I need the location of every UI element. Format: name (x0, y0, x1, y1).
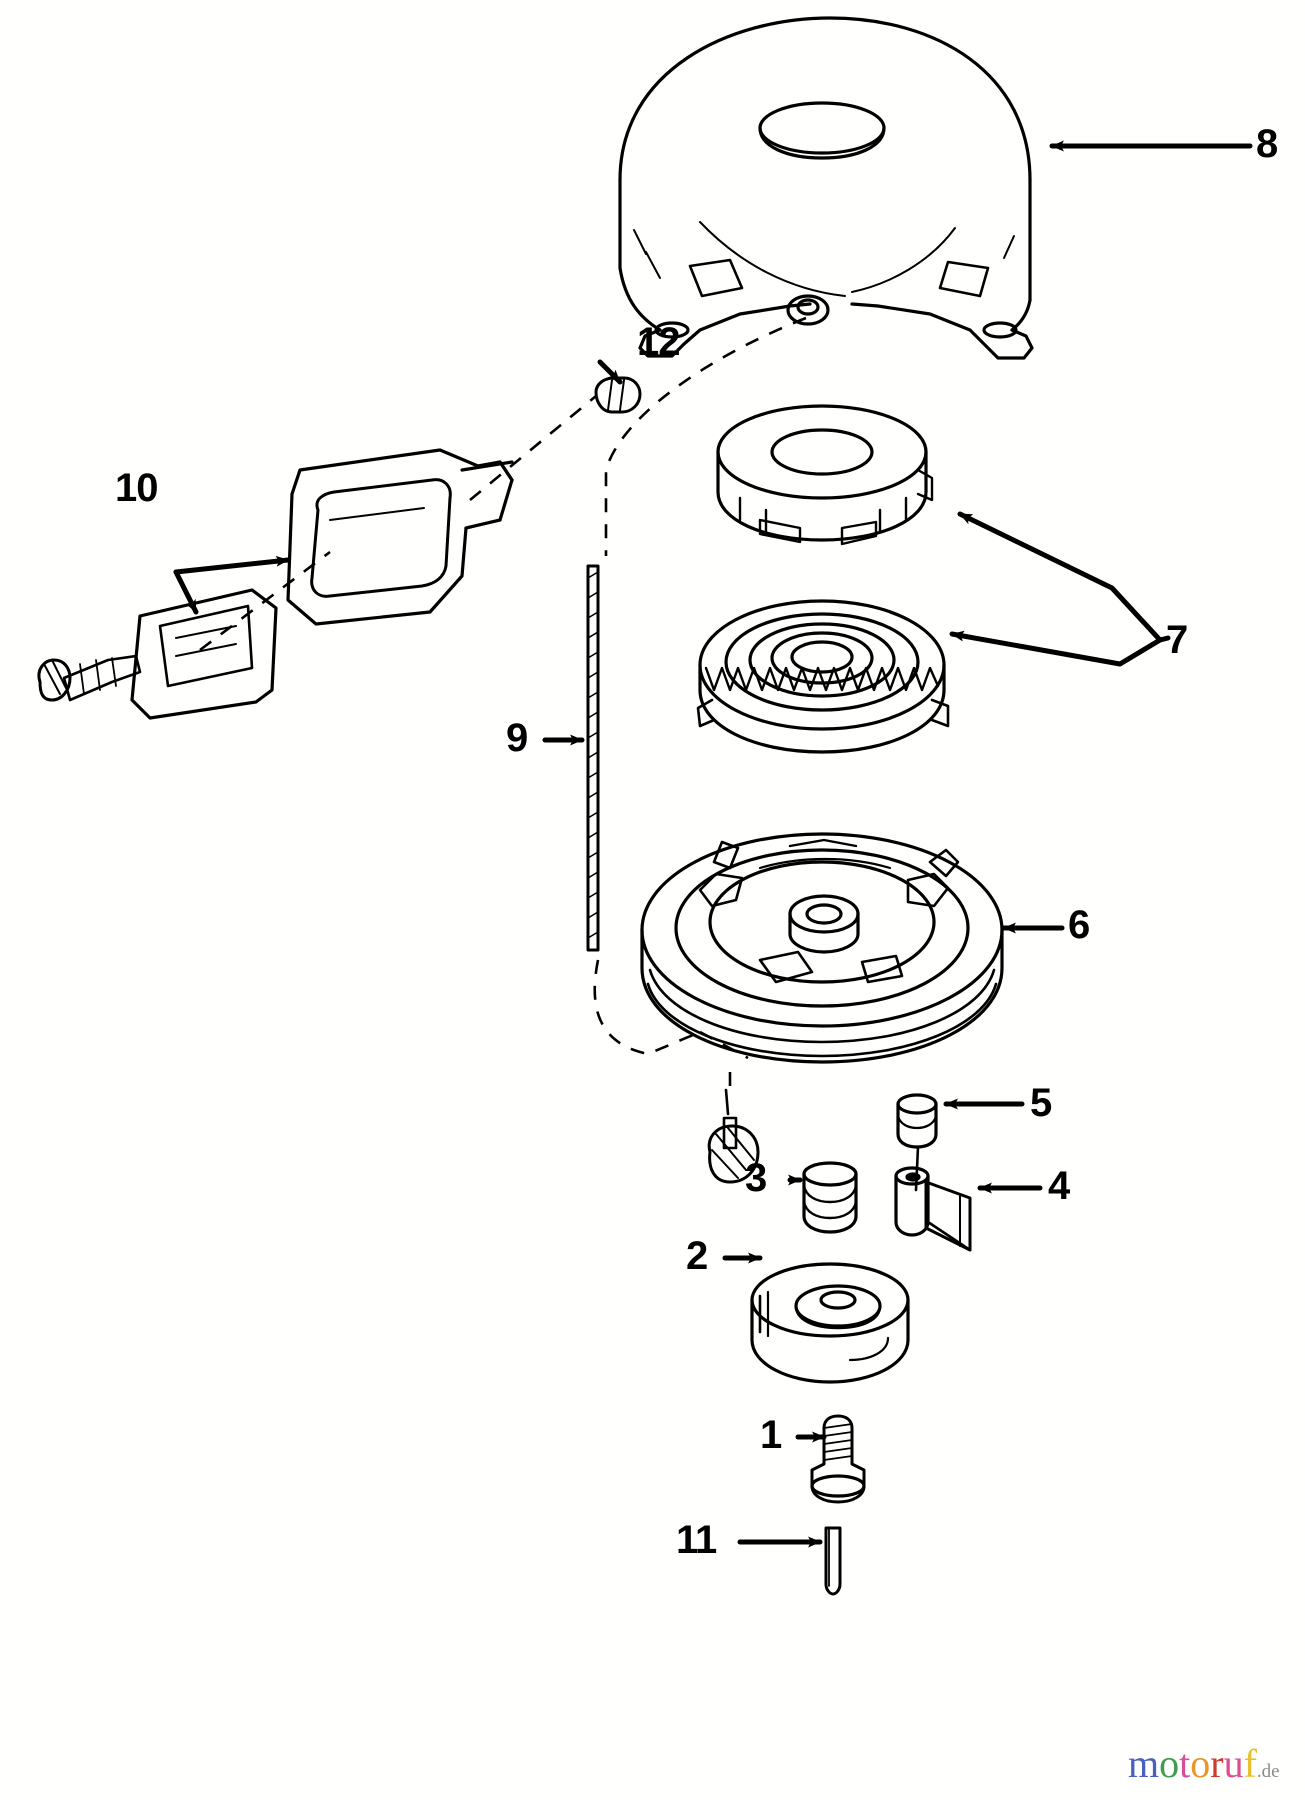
watermark-letter-r: r (1210, 1741, 1224, 1786)
part-brake-pawl (894, 1166, 972, 1252)
motoruf-watermark: motoruf.de (1128, 1744, 1280, 1784)
part-shoulder-screw (810, 1414, 866, 1504)
watermark-letter-o2: o (1190, 1741, 1211, 1786)
watermark-letter-t: t (1179, 1741, 1191, 1786)
callout-3: 3 (745, 1156, 767, 1200)
assembly-guide-lines (199, 316, 807, 1086)
part-rewind-spring (696, 599, 950, 754)
part-starter-rope (586, 564, 600, 952)
callout-4: 4 (1048, 1164, 1070, 1208)
part-rope-pulley (640, 832, 1004, 1064)
callout-11: 11 (676, 1518, 717, 1562)
part-brake-spring (802, 1161, 858, 1234)
callout-9: 9 (506, 716, 528, 760)
callout-5: 5 (1030, 1081, 1052, 1125)
callout-arrows (173, 140, 1253, 1548)
callout-10: 10 (115, 466, 158, 510)
part-spring-keeper (716, 404, 934, 546)
part-starter-handle (286, 448, 514, 626)
part-handle-insert (37, 588, 278, 720)
callout-12: 12 (637, 320, 680, 364)
part-roll-pin (824, 1526, 842, 1596)
watermark-letter-o1: o (1159, 1741, 1180, 1786)
watermark-letter-f: f (1243, 1741, 1257, 1786)
part-pulley-retainer (707, 1088, 760, 1184)
callout-8: 8 (1256, 122, 1278, 166)
callout-7: 7 (1166, 618, 1188, 662)
callout-6: 6 (1068, 903, 1090, 947)
part-starter-housing (618, 16, 1034, 360)
callout-2: 2 (686, 1234, 708, 1278)
part-pulley-hub (750, 1262, 910, 1384)
watermark-suffix: .de (1256, 1761, 1280, 1782)
part-rope-bushing (594, 376, 642, 414)
watermark-letter-m: m (1128, 1741, 1160, 1786)
watermark-letter-u: u (1223, 1741, 1244, 1786)
callout-1: 1 (760, 1413, 782, 1457)
